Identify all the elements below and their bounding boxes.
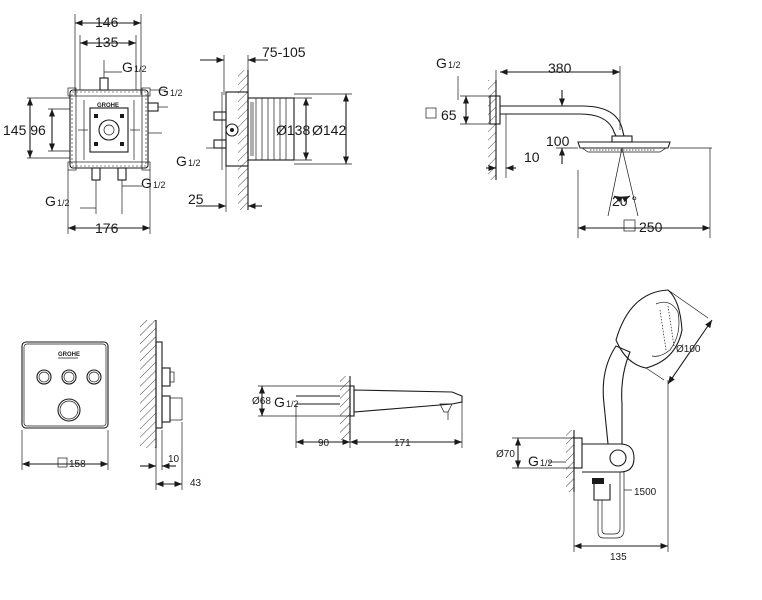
dim-75-105: 75-105: [262, 44, 306, 60]
hose-length: 1500: [634, 487, 657, 498]
dim-176: 176: [95, 220, 119, 236]
spout-view: Ø68 G 1/2 90 171: [252, 376, 463, 449]
thread-right-label: G: [158, 83, 169, 99]
thread-top-label: G: [122, 59, 133, 75]
box-side-view: 75-105 Ø138 Ø142 G 1/2 25: [176, 44, 352, 212]
dim-380: 380: [548, 60, 572, 76]
thread-top-fraction: 1/2: [134, 64, 147, 74]
box-brand: GROHE: [97, 103, 119, 109]
head-thread-fraction: 1/2: [448, 60, 461, 70]
elbow-diameter: Ø70: [496, 449, 515, 460]
thread-bottom-right-fraction: 1/2: [153, 180, 166, 190]
dim-diameter-138: Ø138: [276, 122, 310, 138]
thread-side-fraction: 1/2: [188, 158, 201, 168]
box-front-view: 146 135 G 1/2 GROHE: [3, 14, 183, 236]
dim-panel-10: 10: [168, 454, 180, 465]
hand-head-diameter: Ø100: [676, 344, 701, 355]
dim-diameter-142: Ø142: [312, 122, 346, 138]
head-shower-view: G 1/2 65 380 100 10 2: [425, 55, 712, 238]
dim-panel-43: 43: [190, 478, 202, 489]
dim-145-96: 145 96: [3, 122, 46, 138]
thread-bottom-left-label: G: [45, 193, 56, 209]
dim-135: 135: [95, 34, 119, 50]
thread-side-label: G: [176, 153, 187, 169]
panel-side-view: 10 43: [140, 320, 202, 490]
panel-front-view: GROHE 158: [21, 341, 109, 470]
thread-bottom-right-label: G: [141, 175, 152, 191]
dim-25: 25: [188, 191, 204, 207]
head-thread-label: G: [436, 55, 447, 71]
hand-thread-fraction: 1/2: [540, 458, 553, 468]
dim-panel-158: 158: [69, 459, 86, 470]
spout-thread-label: G: [274, 394, 285, 410]
hand-shower-view: Ø100 Ø70 G 1/2 1500 135: [496, 289, 713, 563]
dim-hand-135: 135: [610, 552, 627, 563]
panel-brand: GROHE: [58, 352, 80, 358]
thread-bottom-left-fraction: 1/2: [57, 198, 70, 208]
dim-flange-65: 65: [441, 107, 457, 123]
dim-146: 146: [95, 14, 119, 30]
dim-spout-90: 90: [318, 438, 330, 449]
spray-angle: 20 °: [612, 193, 637, 209]
spout-thread-fraction: 1/2: [286, 399, 299, 409]
hand-thread-label: G: [528, 453, 539, 469]
spout-diameter: Ø68: [252, 396, 271, 407]
dim-spout-171: 171: [394, 438, 411, 449]
dim-100: 100: [546, 133, 570, 149]
thread-right-fraction: 1/2: [170, 88, 183, 98]
dim-10: 10: [524, 149, 540, 165]
dim-head-250: 250: [639, 219, 663, 235]
